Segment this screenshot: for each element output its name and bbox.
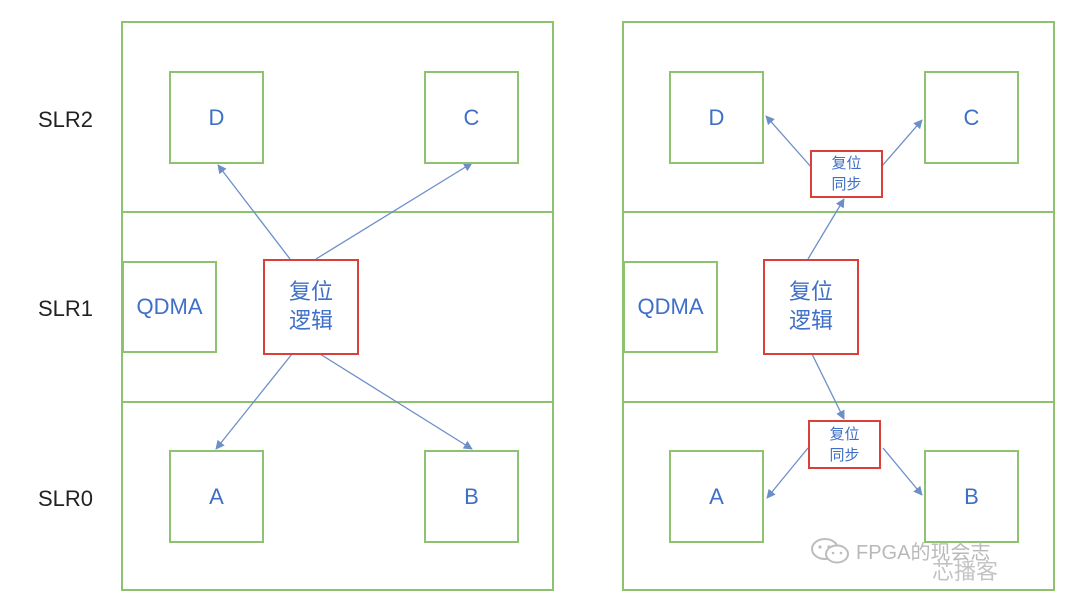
left-module-c: C xyxy=(424,71,519,164)
right-slr0-region xyxy=(622,401,1055,591)
right-module-b: B xyxy=(924,450,1019,543)
watermark: FPGA的现会志 芯播客 xyxy=(810,532,1070,585)
right-arrow-top-sync-to-c xyxy=(881,119,923,167)
left-reset-logic: 复位 逻辑 xyxy=(263,259,359,355)
right-module-c: C xyxy=(924,71,1019,164)
watermark-line2: 芯播客 xyxy=(932,560,999,585)
left-reset-logic-line2: 逻辑 xyxy=(288,309,333,334)
right-arrow-bottom-sync-to-b xyxy=(882,447,923,496)
slr1-label: SLR1 xyxy=(38,296,94,321)
wechat-icon xyxy=(811,538,849,564)
left-reset-logic-line1: 复位 xyxy=(288,280,333,305)
slr2-label: SLR2 xyxy=(38,107,94,132)
right-reset-sync-top-line1: 复位 xyxy=(831,154,862,172)
right-reset-logic-line2: 逻辑 xyxy=(788,309,833,334)
left-module-a: A xyxy=(169,450,264,543)
right-reset-sync-top: 复位 同步 xyxy=(810,150,883,198)
left-module-d: D xyxy=(169,71,264,164)
right-module-a: A xyxy=(669,450,764,543)
right-arrow-logic-to-top-sync xyxy=(807,198,845,260)
right-arrow-top-sync-to-d xyxy=(765,115,813,169)
left-arrow-to-c xyxy=(315,162,473,260)
right-reset-logic: 复位 逻辑 xyxy=(763,259,859,355)
right-reset-sync-bottom: 复位 同步 xyxy=(808,420,881,469)
right-arrow-logic-to-bottom-sync xyxy=(811,353,845,420)
slr0-label: SLR0 xyxy=(38,486,94,511)
right-reset-sync-bottom-line2: 同步 xyxy=(829,445,860,464)
left-arrow-to-a xyxy=(215,353,293,450)
left-arrow-to-b xyxy=(319,353,473,450)
right-reset-sync-bottom-line1: 复位 xyxy=(829,424,860,443)
right-module-qdma: QDMA xyxy=(623,261,718,353)
right-reset-logic-line1: 复位 xyxy=(788,280,833,305)
right-arrow-bottom-sync-to-a xyxy=(766,447,809,499)
left-module-b: B xyxy=(424,450,519,543)
right-module-d: D xyxy=(669,71,764,164)
left-arrow-to-d xyxy=(217,164,291,260)
right-reset-sync-top-line2: 同步 xyxy=(831,175,862,193)
left-panel xyxy=(121,21,554,591)
left-module-qdma: QDMA xyxy=(122,261,217,353)
watermark-line1: FPGA的现会志 xyxy=(856,542,991,564)
left-slr0-region xyxy=(121,401,554,591)
